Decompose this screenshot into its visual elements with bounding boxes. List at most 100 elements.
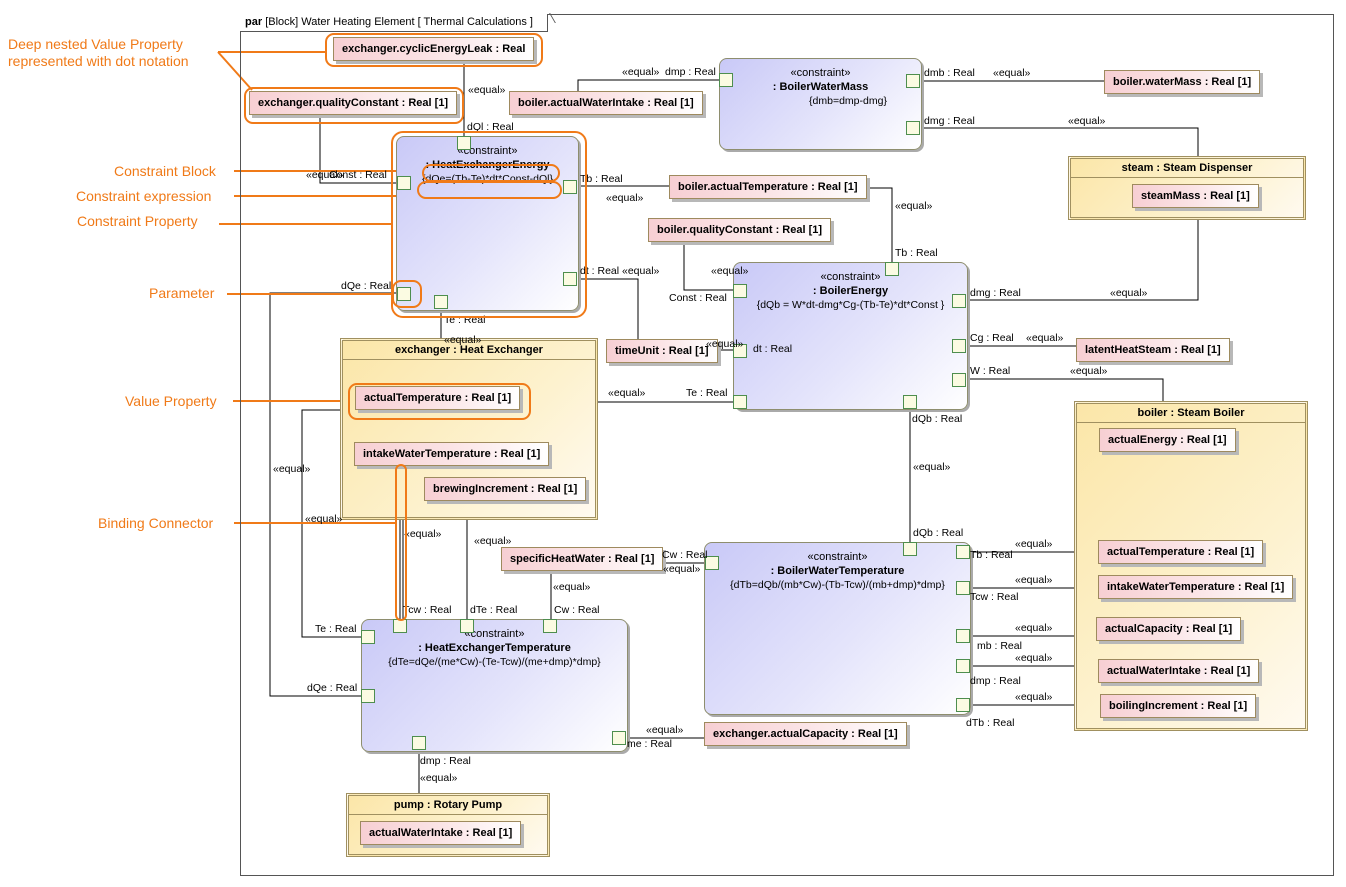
parameter-label: Tb : Real <box>580 173 623 185</box>
annotation-constraint-expression: Constraint expression <box>76 188 212 204</box>
value-property-specific-heat-water[interactable]: specificHeatWater : Real [1] <box>501 547 664 571</box>
parameter-label: dmb : Real <box>924 67 975 79</box>
equal-stereotype: «equal» <box>706 338 744 350</box>
equal-stereotype: «equal» <box>608 387 646 399</box>
constraint-boiler-water-temperature[interactable]: «constraint» : BoilerWaterTemperature {d… <box>704 542 971 715</box>
parameter-port-dmg[interactable] <box>906 121 920 135</box>
parameter-port-dmp[interactable] <box>719 73 733 87</box>
parameter-port-const[interactable] <box>397 176 411 190</box>
parameter-port-tb[interactable] <box>956 545 970 559</box>
highlight-binding-connector <box>395 464 407 621</box>
parameter-port-dt[interactable] <box>563 272 577 286</box>
equal-stereotype: «equal» <box>305 513 343 525</box>
constraint-name: : BoilerEnergy <box>812 285 889 297</box>
parameter-label: Cg : Real <box>970 332 1014 344</box>
constraint-boiler-energy[interactable]: «constraint» : BoilerEnergy {dQb = W*dt-… <box>733 262 968 410</box>
parameter-port-cw[interactable] <box>705 556 719 570</box>
annotation-binding-connector: Binding Connector <box>98 515 214 531</box>
value-property-boiler-actual-temperature[interactable]: boiler.actualTemperature : Real [1] <box>669 175 867 199</box>
equal-stereotype: «equal» <box>1068 115 1106 127</box>
value-property-exchanger-quality-constant[interactable]: exchanger.qualityConstant : Real [1] <box>249 91 458 115</box>
parameter-port-me[interactable] <box>612 731 626 745</box>
value-property-actual-capacity[interactable]: actualCapacity : Real [1] <box>1096 617 1242 641</box>
frame-diagram-name: [ Thermal Calculations ] <box>417 16 533 28</box>
equal-stereotype: «equal» <box>1070 365 1108 377</box>
constraint-boiler-water-mass[interactable]: «constraint» : BoilerWaterMass {dmb=dmp-… <box>719 58 922 150</box>
equal-stereotype: «equal» <box>444 334 482 346</box>
parameter-port-const[interactable] <box>733 284 747 298</box>
parameter-port-tb[interactable] <box>885 262 899 276</box>
value-property-intake-water-temperature[interactable]: intakeWaterTemperature : Real [1] <box>1098 575 1294 599</box>
highlight-cyclic-energy-leak <box>325 33 543 67</box>
constraint-expression: {dTb=dQb/(mb*Cw)-(Tb-Tcw)/(mb+dmp)*dmp} <box>730 579 945 591</box>
parameter-port-dTb[interactable] <box>956 698 970 712</box>
equal-stereotype: «equal» <box>273 463 311 475</box>
equal-stereotype: «equal» <box>895 200 933 212</box>
parameter-label: dTe : Real <box>470 604 518 616</box>
value-property-actual-water-intake[interactable]: actualWaterIntake : Real [1] <box>1098 659 1260 683</box>
value-property-boiler-water-mass[interactable]: boiler.waterMass : Real [1] <box>1104 70 1261 94</box>
parameter-port-cg[interactable] <box>952 339 966 353</box>
equal-stereotype: «equal» <box>306 169 344 181</box>
parameter-port-dQe[interactable] <box>361 689 375 703</box>
parameter-port-tcw[interactable] <box>393 619 407 633</box>
value-property-boiler-quality-constant[interactable]: boiler.qualityConstant : Real [1] <box>648 218 832 242</box>
parameter-port-te[interactable] <box>434 295 448 309</box>
value-property-cyclic-energy-leak[interactable]: exchanger.cyclicEnergyLeak : Real <box>333 37 535 61</box>
value-property-actual-temperature[interactable]: actualTemperature : Real [1] <box>1098 540 1264 564</box>
value-property-actual-temperature[interactable]: actualTemperature : Real [1] <box>355 386 521 410</box>
parameter-port-dQe[interactable] <box>397 287 411 301</box>
parameter-port-tb[interactable] <box>563 180 577 194</box>
parameter-port-te[interactable] <box>361 630 375 644</box>
value-property-pump-actual-water-intake[interactable]: actualWaterIntake : Real [1] <box>360 821 522 845</box>
value-property-brewing-increment[interactable]: brewingIncrement : Real [1] <box>424 477 587 501</box>
parameter-port-w[interactable] <box>952 373 966 387</box>
equal-stereotype: «equal» <box>1015 622 1053 634</box>
equal-stereotype: «equal» <box>622 265 660 277</box>
constraint-name: : HeatExchangerTemperature <box>418 642 571 654</box>
constraint-heat-exchanger-temperature[interactable]: «constraint» : HeatExchangerTemperature … <box>361 619 628 752</box>
parameter-port-tcw[interactable] <box>956 581 970 595</box>
equal-stereotype: «equal» <box>606 192 644 204</box>
constraint-name: : BoilerWaterMass <box>772 81 869 93</box>
constraint-stereotype: «constraint» <box>464 628 525 640</box>
part-title: boiler : Steam Boiler <box>1077 404 1305 423</box>
parameter-label: Tb : Real <box>970 549 1013 561</box>
value-property-latent-heat-steam[interactable]: latentHeatSteam : Real [1] <box>1076 338 1230 362</box>
constraint-stereotype: «constraint» <box>820 271 881 283</box>
equal-stereotype: «equal» <box>1110 287 1148 299</box>
parameter-port-te[interactable] <box>733 395 747 409</box>
equal-stereotype: «equal» <box>1015 574 1053 586</box>
equal-stereotype: «equal» <box>646 724 684 736</box>
value-property-time-unit[interactable]: timeUnit : Real [1] <box>606 339 718 363</box>
equal-stereotype: «equal» <box>993 67 1031 79</box>
value-property-boiler-actual-water-intake[interactable]: boiler.actualWaterIntake : Real [1] <box>509 91 703 115</box>
frame-title: par [Block] Water Heating Element [ Ther… <box>240 14 548 32</box>
equal-stereotype: «equal» <box>468 84 506 96</box>
parameter-port-mb[interactable] <box>956 629 970 643</box>
parameter-port-dQb[interactable] <box>903 395 917 409</box>
equal-stereotype: «equal» <box>474 535 512 547</box>
equal-stereotype: «equal» <box>663 563 701 575</box>
parameter-label: dmp : Real <box>420 755 471 767</box>
parameter-port-dmb[interactable] <box>906 74 920 88</box>
value-property-boiling-increment[interactable]: boilingIncrement : Real [1] <box>1100 694 1257 718</box>
part-title: pump : Rotary Pump <box>349 796 547 815</box>
parameter-label: Const : Real <box>669 292 727 304</box>
value-property-steam-mass[interactable]: steamMass : Real [1] <box>1132 184 1259 208</box>
parameter-label: dQe : Real <box>341 280 392 292</box>
parameter-port-dTe[interactable] <box>460 619 474 633</box>
parameter-port-cw[interactable] <box>543 619 557 633</box>
parameter-port-dmp[interactable] <box>956 659 970 673</box>
parameter-port-dQl[interactable] <box>457 136 471 150</box>
parameter-port-dmp[interactable] <box>412 736 426 750</box>
value-property-exchanger-actual-capacity[interactable]: exchanger.actualCapacity : Real [1] <box>704 722 907 746</box>
parameter-port-dt[interactable] <box>733 344 747 358</box>
parameter-port-dQb[interactable] <box>903 542 917 556</box>
parameter-port-dmg[interactable] <box>952 294 966 308</box>
parameter-label: mb : Real <box>977 640 1022 652</box>
value-property-intake-water-temperature[interactable]: intakeWaterTemperature : Real [1] <box>354 442 550 466</box>
value-property-actual-energy[interactable]: actualEnergy : Real [1] <box>1099 428 1236 452</box>
parameter-label: Cw : Real <box>662 549 708 561</box>
equal-stereotype: «equal» <box>913 461 951 473</box>
